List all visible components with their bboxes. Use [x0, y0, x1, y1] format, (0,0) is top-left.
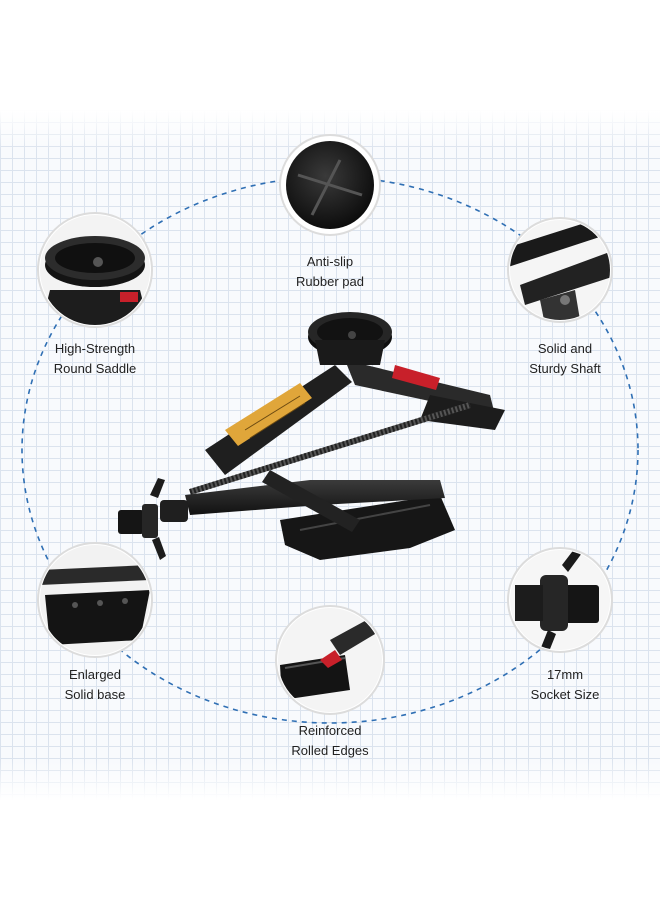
base-icon	[37, 542, 153, 658]
feature-subtitle: Rubber pad	[296, 274, 364, 289]
socket-icon	[507, 547, 613, 653]
feature-title: Reinforced	[298, 723, 362, 738]
jack-base	[280, 495, 455, 560]
feature-title: Enlarged	[68, 667, 122, 682]
feature-label-rolled-edges: Reinforced Rolled Edges	[255, 721, 405, 761]
label-sticker	[225, 383, 312, 446]
scissor-jack	[118, 312, 505, 560]
round-saddle-icon	[37, 212, 153, 328]
feature-label-shaft: Solid and Sturdy Shaft	[490, 339, 640, 379]
feature-subtitle: Solid base	[64, 687, 126, 702]
warning-sticker	[392, 365, 440, 390]
shaft-icon	[507, 217, 613, 323]
feature-subtitle: Rolled Edges	[291, 743, 369, 758]
dashed-ring	[21, 176, 639, 724]
feature-subtitle: Sturdy Shaft	[529, 361, 601, 376]
feature-label-round-saddle: High-Strength Round Saddle	[20, 339, 170, 379]
grid-fade-bottom	[0, 760, 660, 800]
feature-title: Solid and	[537, 341, 593, 356]
feature-title: High-Strength	[54, 341, 136, 356]
feature-subtitle: Socket Size	[530, 687, 600, 702]
rubber-pad-icon	[279, 134, 381, 236]
feature-label-socket: 17mm Socket Size	[490, 665, 640, 705]
feature-label-rubber-pad: Anti-slip Rubber pad	[255, 252, 405, 292]
feature-label-base: Enlarged Solid base	[20, 665, 170, 705]
rolled-edges-icon	[275, 605, 385, 715]
socket-end	[118, 510, 144, 534]
feature-title: Anti-slip	[306, 254, 354, 269]
feature-subtitle: Round Saddle	[53, 361, 137, 376]
feature-title: 17mm	[546, 667, 584, 682]
